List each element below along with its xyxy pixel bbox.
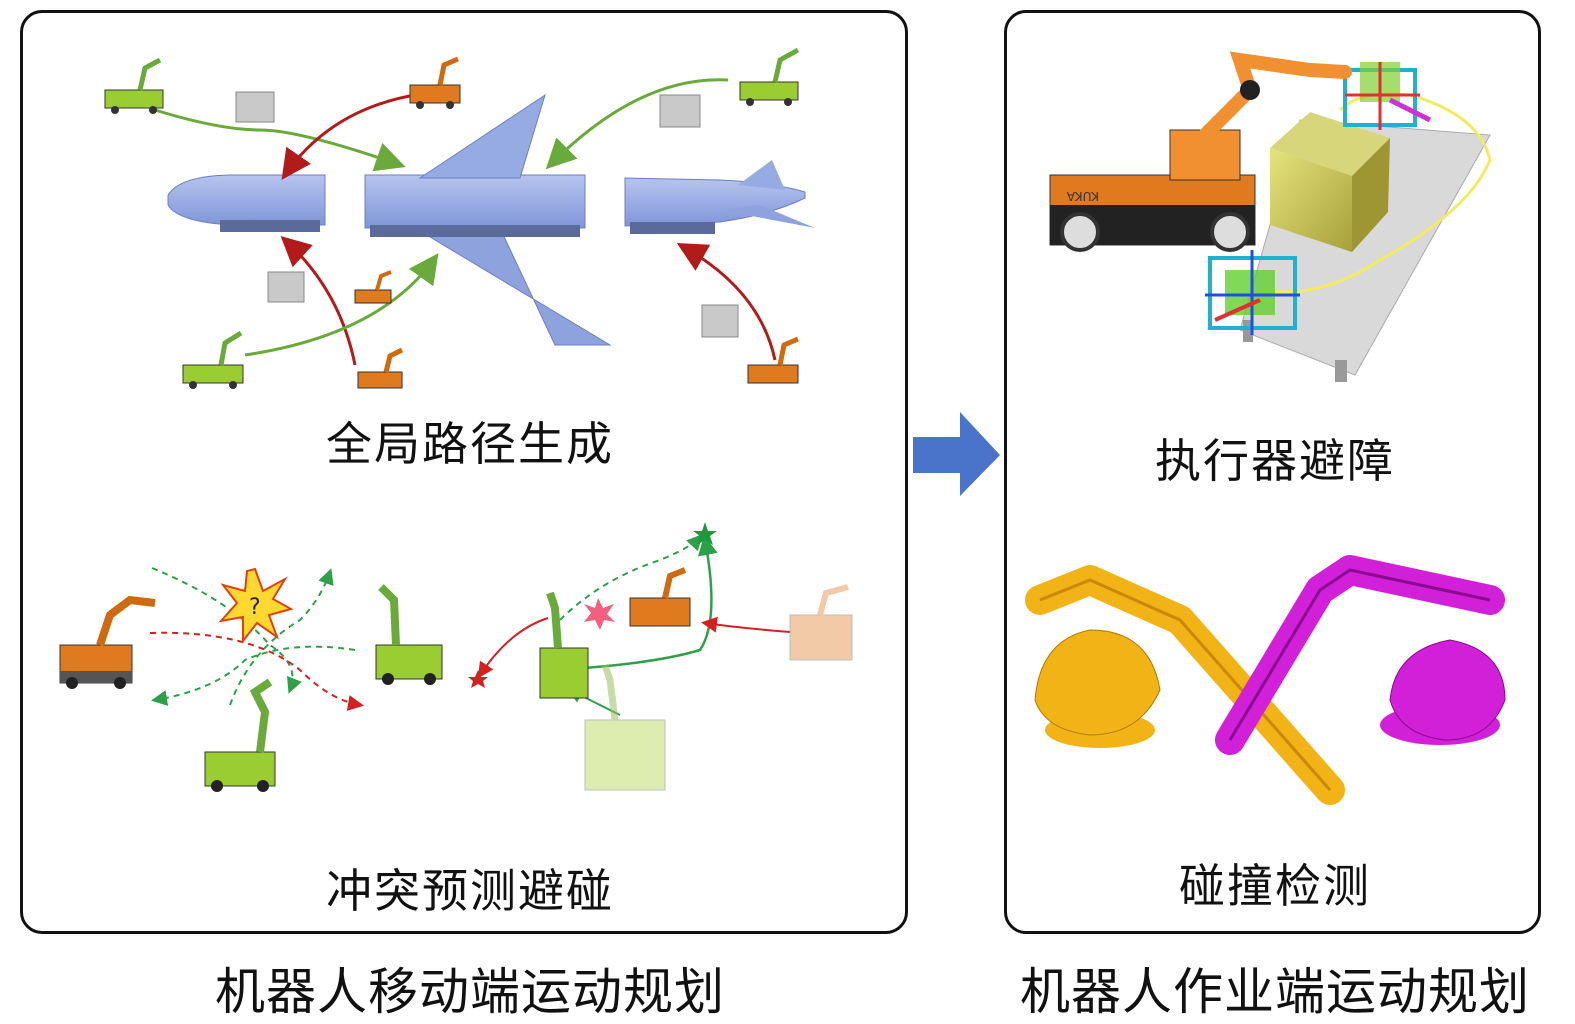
mobile-planning-footer: 机器人移动端运动规划 xyxy=(215,963,725,1021)
fuselage-mid-section xyxy=(364,174,586,229)
predicted-path xyxy=(149,631,364,711)
replanned-path xyxy=(477,617,549,679)
global-path-green xyxy=(545,78,729,170)
mobile-robot-green xyxy=(182,330,244,389)
flow-arrow-icon xyxy=(913,412,1000,496)
upper-wing xyxy=(418,93,546,179)
end-effector-avoidance-scene: KUKA xyxy=(1049,51,1492,382)
collision-detection-scene xyxy=(1025,555,1506,805)
kuka-mobile-manipulator: KUKA xyxy=(1049,51,1352,252)
collision-burst-icon xyxy=(218,567,294,644)
mobile-robot-orange-faded xyxy=(789,584,853,661)
goal-star-icon xyxy=(693,522,717,545)
goal-star-icon xyxy=(468,670,488,688)
mobile-robot-orange xyxy=(409,56,461,109)
lower-wing xyxy=(413,227,612,346)
crate-icons xyxy=(235,91,739,338)
manipulation-planning-footer: 机器人作业端运动规划 xyxy=(1020,963,1530,1021)
mobile-robot-green xyxy=(739,47,800,106)
collision-question-mark: ? xyxy=(249,595,261,620)
mobile-robot-orange xyxy=(354,270,392,304)
magenta-robot-base xyxy=(1389,639,1506,741)
global-path-green xyxy=(154,108,406,172)
mobile-robot-orange xyxy=(357,347,404,389)
replanned-path xyxy=(559,534,703,621)
mobile-robot-green xyxy=(104,57,164,114)
predicted-path xyxy=(229,568,334,706)
global-path-red xyxy=(281,93,416,180)
tail-stabilizer xyxy=(720,205,815,228)
predicted-path xyxy=(151,645,356,706)
conflict-avoidance-scene: ? xyxy=(59,522,853,792)
robot-brand-label: KUKA xyxy=(1066,189,1099,203)
end-effector-pose-icon xyxy=(1205,250,1300,335)
mobile-robot-green xyxy=(375,584,443,685)
conflict-avoidance-caption: 冲突预测避碰 xyxy=(326,864,614,918)
global-path-green xyxy=(244,253,439,357)
aircraft-assembly-scene xyxy=(104,47,815,389)
fuselage-nose-section xyxy=(167,174,326,226)
mobile-robot-orange xyxy=(629,567,691,627)
global-path-caption: 全局路径生成 xyxy=(326,417,614,471)
global-path-red xyxy=(676,243,777,361)
yellow-robot-base xyxy=(1034,629,1161,736)
obstacle-avoidance-caption: 执行器避障 xyxy=(1155,434,1395,488)
mobile-robot-green xyxy=(204,678,276,792)
mobile-robot-orange xyxy=(747,336,799,384)
end-effector-pose-icon xyxy=(1343,62,1432,130)
mobile-robot-orange xyxy=(59,595,156,689)
mobile-robot-green xyxy=(539,591,589,699)
global-path-red xyxy=(280,235,357,366)
predicted-path xyxy=(151,567,302,694)
collision-star-icon xyxy=(584,598,615,630)
mobile-robot-green-faded xyxy=(584,663,666,791)
tail-fin xyxy=(738,160,785,190)
replanned-path xyxy=(701,616,791,633)
collision-detection-caption: 碰撞检测 xyxy=(1179,859,1371,913)
obstacle-box xyxy=(1270,112,1390,176)
